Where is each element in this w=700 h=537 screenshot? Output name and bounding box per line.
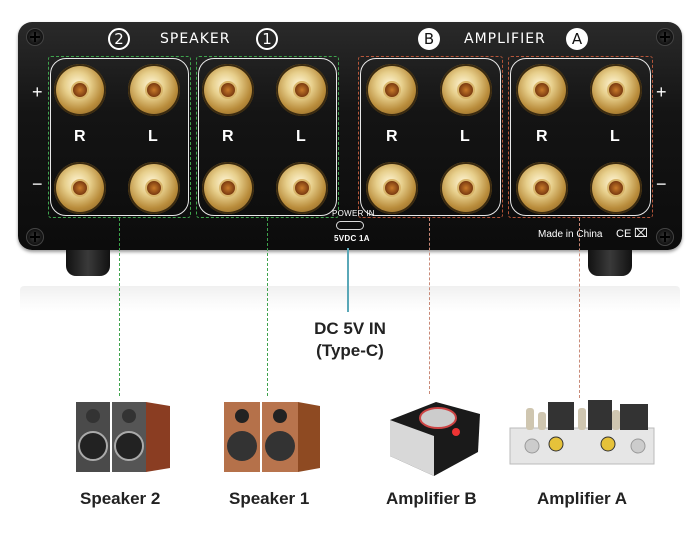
switcher-back-panel: 2 SPEAKER 1 B AMPLIFIER A + − + − R L R L R L… — [18, 22, 682, 250]
amplifier-a-frame — [510, 58, 651, 216]
amplifier-b-group — [358, 56, 503, 218]
amplifier-a-image — [509, 400, 655, 465]
badge-speaker-1: 1 — [256, 28, 278, 50]
amplifier-section-title: AMPLIFIER — [464, 31, 546, 47]
screw-icon — [656, 228, 674, 246]
binding-post-amplifier-a-left-minus[interactable] — [590, 162, 642, 214]
device-label-amplifier-b: Amplifier B — [386, 489, 477, 508]
binding-post-amplifier-b-right-minus[interactable] — [366, 162, 418, 214]
power-callout: DC 5V IN (Type-C) — [310, 318, 390, 362]
made-in-label: Made in China — [538, 229, 603, 240]
speaker-2-frame — [50, 58, 189, 216]
rubber-foot-left — [66, 250, 110, 276]
binding-post-amplifier-b-right-plus[interactable] — [366, 64, 418, 116]
binding-post-amplifier-a-right-minus[interactable] — [516, 162, 568, 214]
channel-label-speaker-1-right: R — [222, 128, 234, 145]
channel-label-amplifier-b-left: L — [460, 128, 470, 145]
binding-post-speaker-2-right-minus[interactable] — [54, 162, 106, 214]
device-label-speaker-1: Speaker 1 — [229, 489, 310, 508]
binding-post-speaker-1-right-plus[interactable] — [202, 64, 254, 116]
screw-icon — [656, 28, 674, 46]
channel-label-amplifier-a-left: L — [610, 128, 620, 145]
speaker-1-image — [224, 402, 320, 472]
line-amplifier-b — [429, 218, 430, 394]
speaker-section-title: SPEAKER — [160, 31, 231, 47]
badge-speaker-2: 2 — [108, 28, 130, 50]
minus-sign-left: − — [32, 174, 43, 194]
plus-sign-right: + — [656, 82, 667, 102]
minus-sign-right: − — [656, 174, 667, 194]
power-callout-line1: DC 5V IN — [314, 319, 386, 338]
amplifier-b-frame — [360, 58, 501, 216]
line-speaker-2 — [119, 218, 120, 396]
line-amplifier-a — [579, 218, 580, 398]
line-speaker-1 — [267, 218, 268, 396]
speaker-1-group — [196, 56, 339, 218]
speaker-2-image — [76, 402, 170, 472]
power-callout-line2: (Type-C) — [316, 341, 384, 360]
plus-sign-left: + — [32, 82, 43, 102]
channel-label-speaker-2-left: L — [148, 128, 158, 145]
screw-icon — [26, 28, 44, 46]
weee-bin-icon: ⌧ — [634, 226, 648, 240]
rubber-foot-right — [588, 250, 632, 276]
screw-icon — [26, 228, 44, 246]
binding-post-amplifier-b-left-plus[interactable] — [440, 64, 492, 116]
speaker-1-frame — [198, 58, 337, 216]
binding-post-speaker-2-left-minus[interactable] — [128, 162, 180, 214]
ce-mark-icon: CE — [616, 228, 632, 240]
channel-label-amplifier-b-right: R — [386, 128, 398, 145]
device-label-speaker-2: Speaker 2 — [80, 489, 161, 508]
channel-label-speaker-1-left: L — [296, 128, 306, 145]
amplifier-a-group — [508, 56, 653, 218]
binding-post-amplifier-a-right-plus[interactable] — [516, 64, 568, 116]
binding-post-speaker-2-right-plus[interactable] — [54, 64, 106, 116]
line-power — [347, 248, 349, 312]
channel-label-amplifier-a-right: R — [536, 128, 548, 145]
power-in-label: POWER IN — [332, 209, 375, 218]
device-label-amplifier-a: Amplifier A — [537, 489, 628, 508]
binding-post-speaker-1-right-minus[interactable] — [202, 162, 254, 214]
binding-post-speaker-1-left-minus[interactable] — [276, 162, 328, 214]
binding-post-speaker-1-left-plus[interactable] — [276, 64, 328, 116]
panel-reflection — [20, 286, 680, 312]
usb-c-port[interactable] — [336, 221, 364, 230]
channel-label-speaker-2-right: R — [74, 128, 86, 145]
binding-post-speaker-2-left-plus[interactable] — [128, 64, 180, 116]
badge-amplifier-a: A — [566, 28, 588, 50]
power-spec-label: 5VDC 1A — [334, 234, 370, 243]
binding-post-amplifier-b-left-minus[interactable] — [440, 162, 492, 214]
speaker-2-group — [48, 56, 191, 218]
badge-amplifier-b: B — [418, 28, 440, 50]
amplifier-b-image — [390, 402, 480, 476]
binding-post-amplifier-a-left-plus[interactable] — [590, 64, 642, 116]
